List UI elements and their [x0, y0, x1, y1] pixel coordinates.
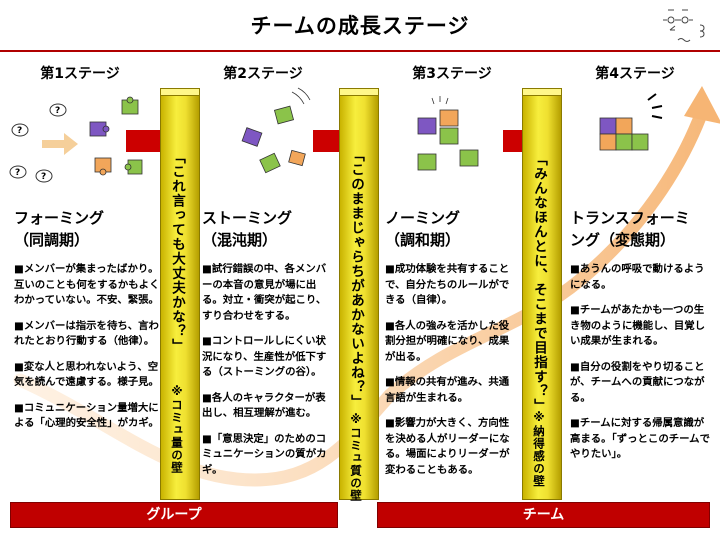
- bullet: ■コミュニケーション量増大による「心理的安全性」がカギ。: [14, 401, 159, 430]
- bullet: ■メンバーは指示を待ち、言われたとおり行動する（他律）。: [14, 319, 159, 348]
- logo-icon: [663, 9, 705, 42]
- svg-text:?: ?: [41, 172, 46, 182]
- stage-4-description: ■あうんの呼吸で動けるようになる。 ■チームがあたかも一つの生き物のように機能し…: [570, 262, 710, 473]
- wall-note-3: ※納得感の壁: [532, 410, 546, 488]
- bullet: ■「意思決定」のためのコミュニケーションの質がカギ。: [202, 432, 327, 476]
- question-bubbles: ? ? ? ?: [9, 103, 67, 183]
- growth-arrow-head: [684, 86, 720, 124]
- wall-pillar-1: [160, 92, 200, 500]
- wall-quote-2: 「このままじゃらちがあかないよね？」: [348, 148, 364, 409]
- bullet: ■チームがあたかも一つの生き物のように機能し、目覚しい成果が生まれる。: [570, 304, 706, 347]
- stage-1-description: ■メンバーが集まったばかり。互いのことも何をするかもよくわかっていない。不安、緊…: [14, 262, 160, 442]
- stage-label-1: 第1ステージ: [40, 66, 120, 82]
- wall-note-1: ※コミュ量の壁: [170, 384, 184, 474]
- puzzle-pieces-stage2: [241, 87, 311, 174]
- wall-pillar-cap: [160, 88, 200, 96]
- stage-label-2: 第2ステージ: [223, 66, 303, 82]
- stage-label-3: 第3ステージ: [412, 66, 492, 82]
- team-bar: チーム: [377, 502, 710, 528]
- stage-3-description: ■成功体験を共有することで、自分たちのルールができる（自律）。 ■各人の強みを活…: [385, 262, 517, 488]
- wall-note-2: ※コミュ質の壁: [349, 412, 363, 502]
- stage-2-description: ■試行錯誤の中、各メンバーの本音の意見が場に出る。対立・衝突が起こり、すり合わせ…: [202, 262, 336, 488]
- bullet: ■情報の共有が進み、共通言語が生まれる。: [385, 376, 510, 404]
- phase-title-4: トランスフォーミング（変態期）: [570, 209, 690, 249]
- phase-title-1: フォーミング（同調期）: [14, 209, 105, 249]
- wall-pillar-cap: [522, 88, 562, 96]
- bullet: ■あうんの呼吸で動けるようになる。: [570, 263, 705, 291]
- bullet: ■コントロールしにくい状況になり、生産性が低下する（ストーミングの谷）。: [202, 335, 327, 378]
- page-title: チームの成長ステージ: [250, 14, 470, 38]
- svg-text:?: ?: [15, 168, 20, 178]
- bullet: ■変な人と思われないよう、空気を読んで遠慮する。様子見。: [14, 360, 159, 389]
- bullet: ■試行錯誤の中、各メンバーの本音の意見が場に出る。対立・衝突が起こり、すり合わせ…: [202, 263, 327, 322]
- phase-title-3: ノーミング（調和期）: [385, 209, 461, 249]
- svg-text:?: ?: [55, 106, 60, 116]
- stage-label-4: 第4ステージ: [595, 66, 675, 82]
- bullet: ■成功体験を共有することで、自分たちのルールができる（自律）。: [385, 263, 510, 306]
- bullet: ■各人の強みを活かした役割分担が明確になり、成果が出る。: [385, 319, 510, 363]
- bullet: ■各人のキャラクターが表出し、相互理解が進む。: [202, 391, 326, 420]
- svg-text:?: ?: [17, 126, 22, 136]
- puzzle-pieces-stage1: [89, 96, 143, 176]
- wall-pillar-cap: [339, 88, 379, 96]
- bullet: ■自分の役割をやり切ることが、チームへの貢献につながる。: [570, 360, 705, 404]
- wall-pillar-2: [339, 92, 379, 500]
- bullet: ■メンバーが集まったばかり。互いのことも何をするかもよくわかっていない。不安、緊…: [14, 263, 160, 306]
- wall-pillar-3: [522, 92, 562, 500]
- light-arrow: [42, 133, 78, 155]
- bullet: ■チームに対する帰属意識が高まる。「ずっとこのチームでやりたい」。: [570, 417, 710, 460]
- title-divider: [0, 50, 720, 52]
- wall-quote-3: 「みんなほんとに、そこまで目指す？」: [531, 152, 547, 413]
- bullet: ■影響力が大きく、方向性を決める人がリーダーになる。場面によりリーダーが変わるこ…: [385, 417, 510, 476]
- wall-quote-1: 「これ言っても大丈夫かな？」: [169, 150, 185, 353]
- group-bar: グループ: [10, 502, 338, 528]
- puzzle-pieces-stage3: [417, 96, 479, 171]
- phase-title-2: ストーミング（混沌期）: [202, 209, 293, 249]
- puzzle-pieces-stage4: [599, 93, 663, 151]
